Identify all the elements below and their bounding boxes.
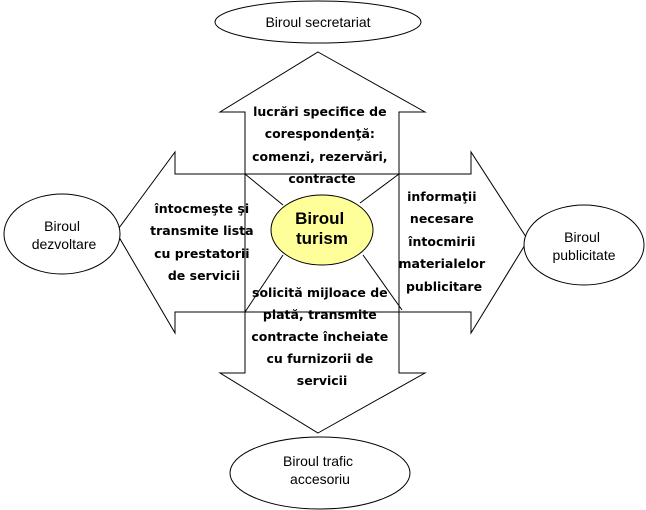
node-secretariat — [214, 0, 422, 44]
arrow-bottom-text: solicită mijloace de plată, transmite co… — [251, 285, 392, 388]
connector-line — [362, 254, 403, 311]
connector-line — [359, 173, 400, 204]
node-secretariat-label: Biroul secretariat — [265, 14, 370, 30]
node-publicitate-label: Biroul publicitate — [552, 229, 615, 263]
arrow-top-text: lucrări specifice de corespondenţă: come… — [252, 104, 392, 186]
node-dezvoltare-label: Biroul dezvoltare — [32, 218, 97, 252]
node-publicitate — [523, 204, 645, 286]
node-turism-label: Biroul turism — [295, 209, 349, 248]
arrow-left-text: întocmeşte şi transmite lista cu prestat… — [150, 201, 258, 283]
node-trafic-label: Biroul trafic accesoriu — [283, 453, 357, 487]
connector-line — [244, 173, 284, 206]
node-dezvoltare — [3, 193, 121, 275]
arrow-up-to-secretariat — [218, 51, 427, 175]
node-trafic — [229, 436, 411, 510]
connector-line — [244, 254, 284, 313]
arrow-left-to-dezvoltare — [115, 150, 246, 335]
arrow-down-to-trafic — [218, 311, 427, 434]
node-turism — [270, 194, 374, 266]
arrow-right-to-publicitate — [398, 150, 529, 335]
arrow-right-text: informaţii necesare întocmirii materiale… — [399, 189, 490, 294]
